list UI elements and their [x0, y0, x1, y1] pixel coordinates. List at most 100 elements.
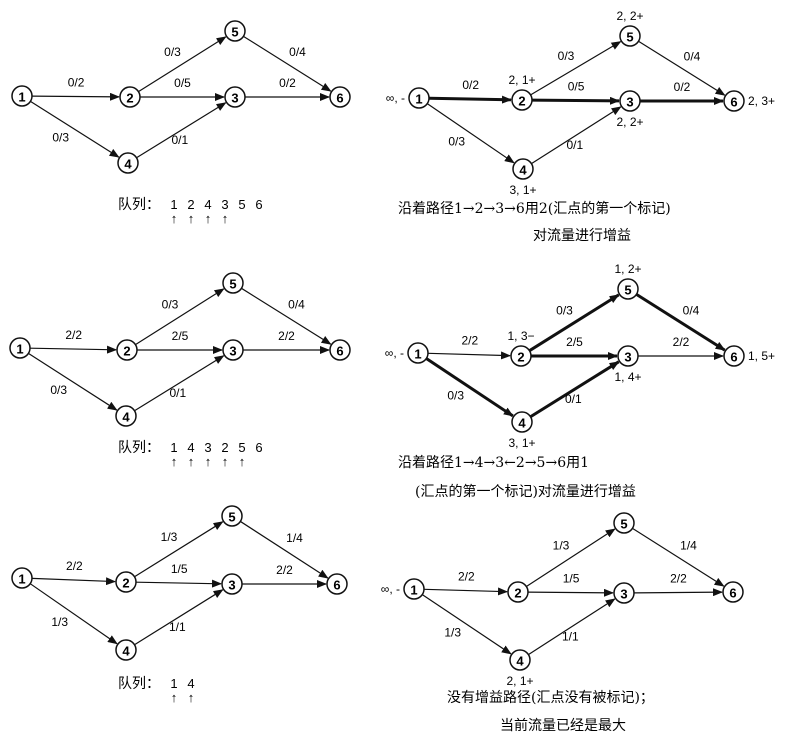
node-circle: [119, 86, 141, 108]
node-5: 5: [222, 272, 244, 294]
node-mark-6: 2, 3+: [748, 94, 775, 108]
node-2: 2: [115, 571, 137, 593]
node-number: 1: [16, 342, 23, 357]
node-number: 1: [18, 90, 25, 105]
edge-label-1-4: 0/3: [447, 389, 464, 403]
node-number: 5: [231, 25, 238, 40]
edge-label-4-3: 0/1: [170, 386, 187, 400]
node-circle: [509, 649, 531, 671]
node-1: 1: [9, 337, 31, 359]
edge-2-3: [527, 588, 615, 597]
node-circle: [117, 152, 139, 174]
edge-2-5: [526, 528, 616, 588]
caption-line: 沿着路径1→4→3←2→5→6用1: [398, 455, 589, 471]
edge-label-1-2: 2/2: [461, 334, 478, 348]
queue-pointer-arrow: ↑: [205, 454, 212, 469]
edge-label-1-4: 0/3: [52, 131, 69, 145]
node-3: 3: [224, 86, 246, 108]
node-circle: [507, 581, 529, 603]
edge-label-3-6: 2/2: [276, 563, 293, 577]
edge-4-3: [136, 102, 227, 159]
node-number: 1: [410, 583, 417, 598]
node-mark-6: 1, 5+: [748, 349, 775, 363]
queue-label: 队列：: [118, 440, 160, 456]
node-circle: [224, 86, 246, 108]
node-1: 1: [407, 342, 429, 364]
node-number: 6: [336, 91, 343, 106]
edge-label-5-6: 1/4: [286, 531, 303, 545]
node-6: 6: [722, 581, 744, 603]
node-circle: [115, 405, 137, 427]
node-circle: [723, 345, 745, 367]
node-1: 1: [403, 578, 425, 600]
edge-4-3: [134, 589, 224, 646]
edge-2-3: [531, 96, 621, 105]
edge-2-5: [134, 521, 224, 578]
queue-label: 队列：: [118, 676, 160, 692]
node-3: 3: [617, 345, 639, 367]
edge-label-2-5: 0/3: [164, 45, 181, 59]
edge-1-4: [30, 100, 120, 158]
queue-pointer-arrow: ↑: [171, 211, 178, 226]
edge-label-2-5: 0/3: [558, 49, 575, 63]
edge-label-2-5: 0/3: [162, 298, 179, 312]
caption-line: (汇点的第一个标记)对流量进行增益: [415, 483, 636, 500]
node-number: 2: [126, 91, 133, 106]
edge-4-3: [531, 106, 622, 165]
caption-line: 没有增益路径(汇点没有被标记)；: [447, 690, 654, 706]
edge-label-4-3: 1/1: [169, 620, 186, 634]
node-3: 3: [221, 573, 243, 595]
node-number: 3: [624, 350, 631, 365]
node-4: 4: [509, 649, 531, 671]
node-circle: [11, 567, 33, 589]
node-mark-5: 1, 2+: [614, 262, 641, 276]
node-circle: [722, 581, 744, 603]
edge-label-1-4: 0/3: [448, 135, 465, 149]
edge-label-1-2: 0/2: [68, 76, 85, 90]
edge-label-5-6: 0/4: [289, 45, 306, 59]
node-number: 6: [336, 344, 343, 359]
node-number: 5: [229, 277, 236, 292]
node-circle: [511, 89, 533, 111]
queue-pointer-arrow: ↑: [171, 454, 178, 469]
edge-2-5: [528, 293, 620, 352]
queue-item: 4: [187, 440, 194, 455]
queue-pointer-arrow: ↑: [205, 211, 212, 226]
edge-3-6: [633, 588, 724, 597]
node-5: 5: [224, 20, 246, 42]
edge-label-2-5: 1/3: [161, 530, 178, 544]
edge-label-3-6: 2/2: [673, 335, 690, 349]
node-circle: [329, 86, 351, 108]
queue-pointer-arrow: ↑: [188, 454, 195, 469]
node-mark-1: ∞, -: [386, 91, 405, 105]
node-number: 4: [519, 163, 527, 178]
edge-label-2-5: 1/3: [553, 539, 570, 553]
node-number: 1: [414, 347, 421, 362]
edge-1-4: [421, 594, 512, 655]
queue-item: 4: [187, 676, 194, 691]
edge-label-2-3: 1/5: [171, 562, 188, 576]
node-number: 1: [415, 92, 422, 107]
edge-label-1-2: 2/2: [66, 559, 83, 573]
queue-item: 2: [221, 440, 228, 455]
node-5: 5: [221, 505, 243, 527]
node-circle: [11, 85, 33, 107]
node-4: 4: [511, 411, 533, 433]
edge-1-4: [29, 583, 118, 645]
node-circle: [407, 342, 429, 364]
edge-1-4: [28, 352, 118, 411]
queue-item: 4: [204, 197, 211, 212]
node-number: 6: [333, 578, 340, 593]
node-2: 2: [510, 345, 532, 367]
node-number: 3: [620, 587, 627, 602]
edge-label-1-2: 2/2: [458, 570, 475, 584]
node-4: 4: [115, 639, 137, 661]
caption-line: 沿着路径1→2→3→6用2(汇点的第一个标记): [398, 200, 671, 217]
node-mark-1: ∞, -: [381, 582, 400, 596]
node-6: 6: [723, 345, 745, 367]
node-circle: [619, 90, 641, 112]
node-circle: [403, 578, 425, 600]
node-number: 2: [123, 344, 130, 359]
node-number: 3: [626, 95, 633, 110]
queue-pointer-arrow: ↑: [222, 454, 229, 469]
